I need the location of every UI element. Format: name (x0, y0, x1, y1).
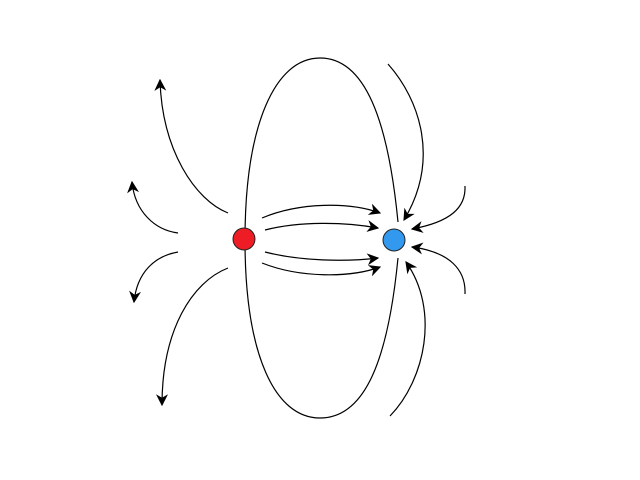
field-line-lower-near (129, 251, 179, 304)
negative-charge (382, 228, 406, 252)
field-line-big-loop-lower (244, 239, 399, 419)
field-line-upper-far (154, 78, 229, 214)
field-line-lower-far (156, 267, 229, 407)
field-line-incoming-lower-right (410, 242, 466, 295)
field-line-incoming-top (387, 63, 424, 222)
field-line-big-loop (244, 57, 399, 241)
positive-charge (232, 227, 256, 251)
field-line-direct-2 (264, 220, 380, 232)
field-line-direct-4 (261, 262, 382, 277)
field-line-direct-3 (264, 251, 380, 266)
field-line-upper-near (127, 180, 179, 234)
field-line-incoming-upper-right (410, 185, 466, 233)
field-line-direct-1 (261, 203, 382, 219)
field-line-incoming-bottom (389, 261, 426, 417)
